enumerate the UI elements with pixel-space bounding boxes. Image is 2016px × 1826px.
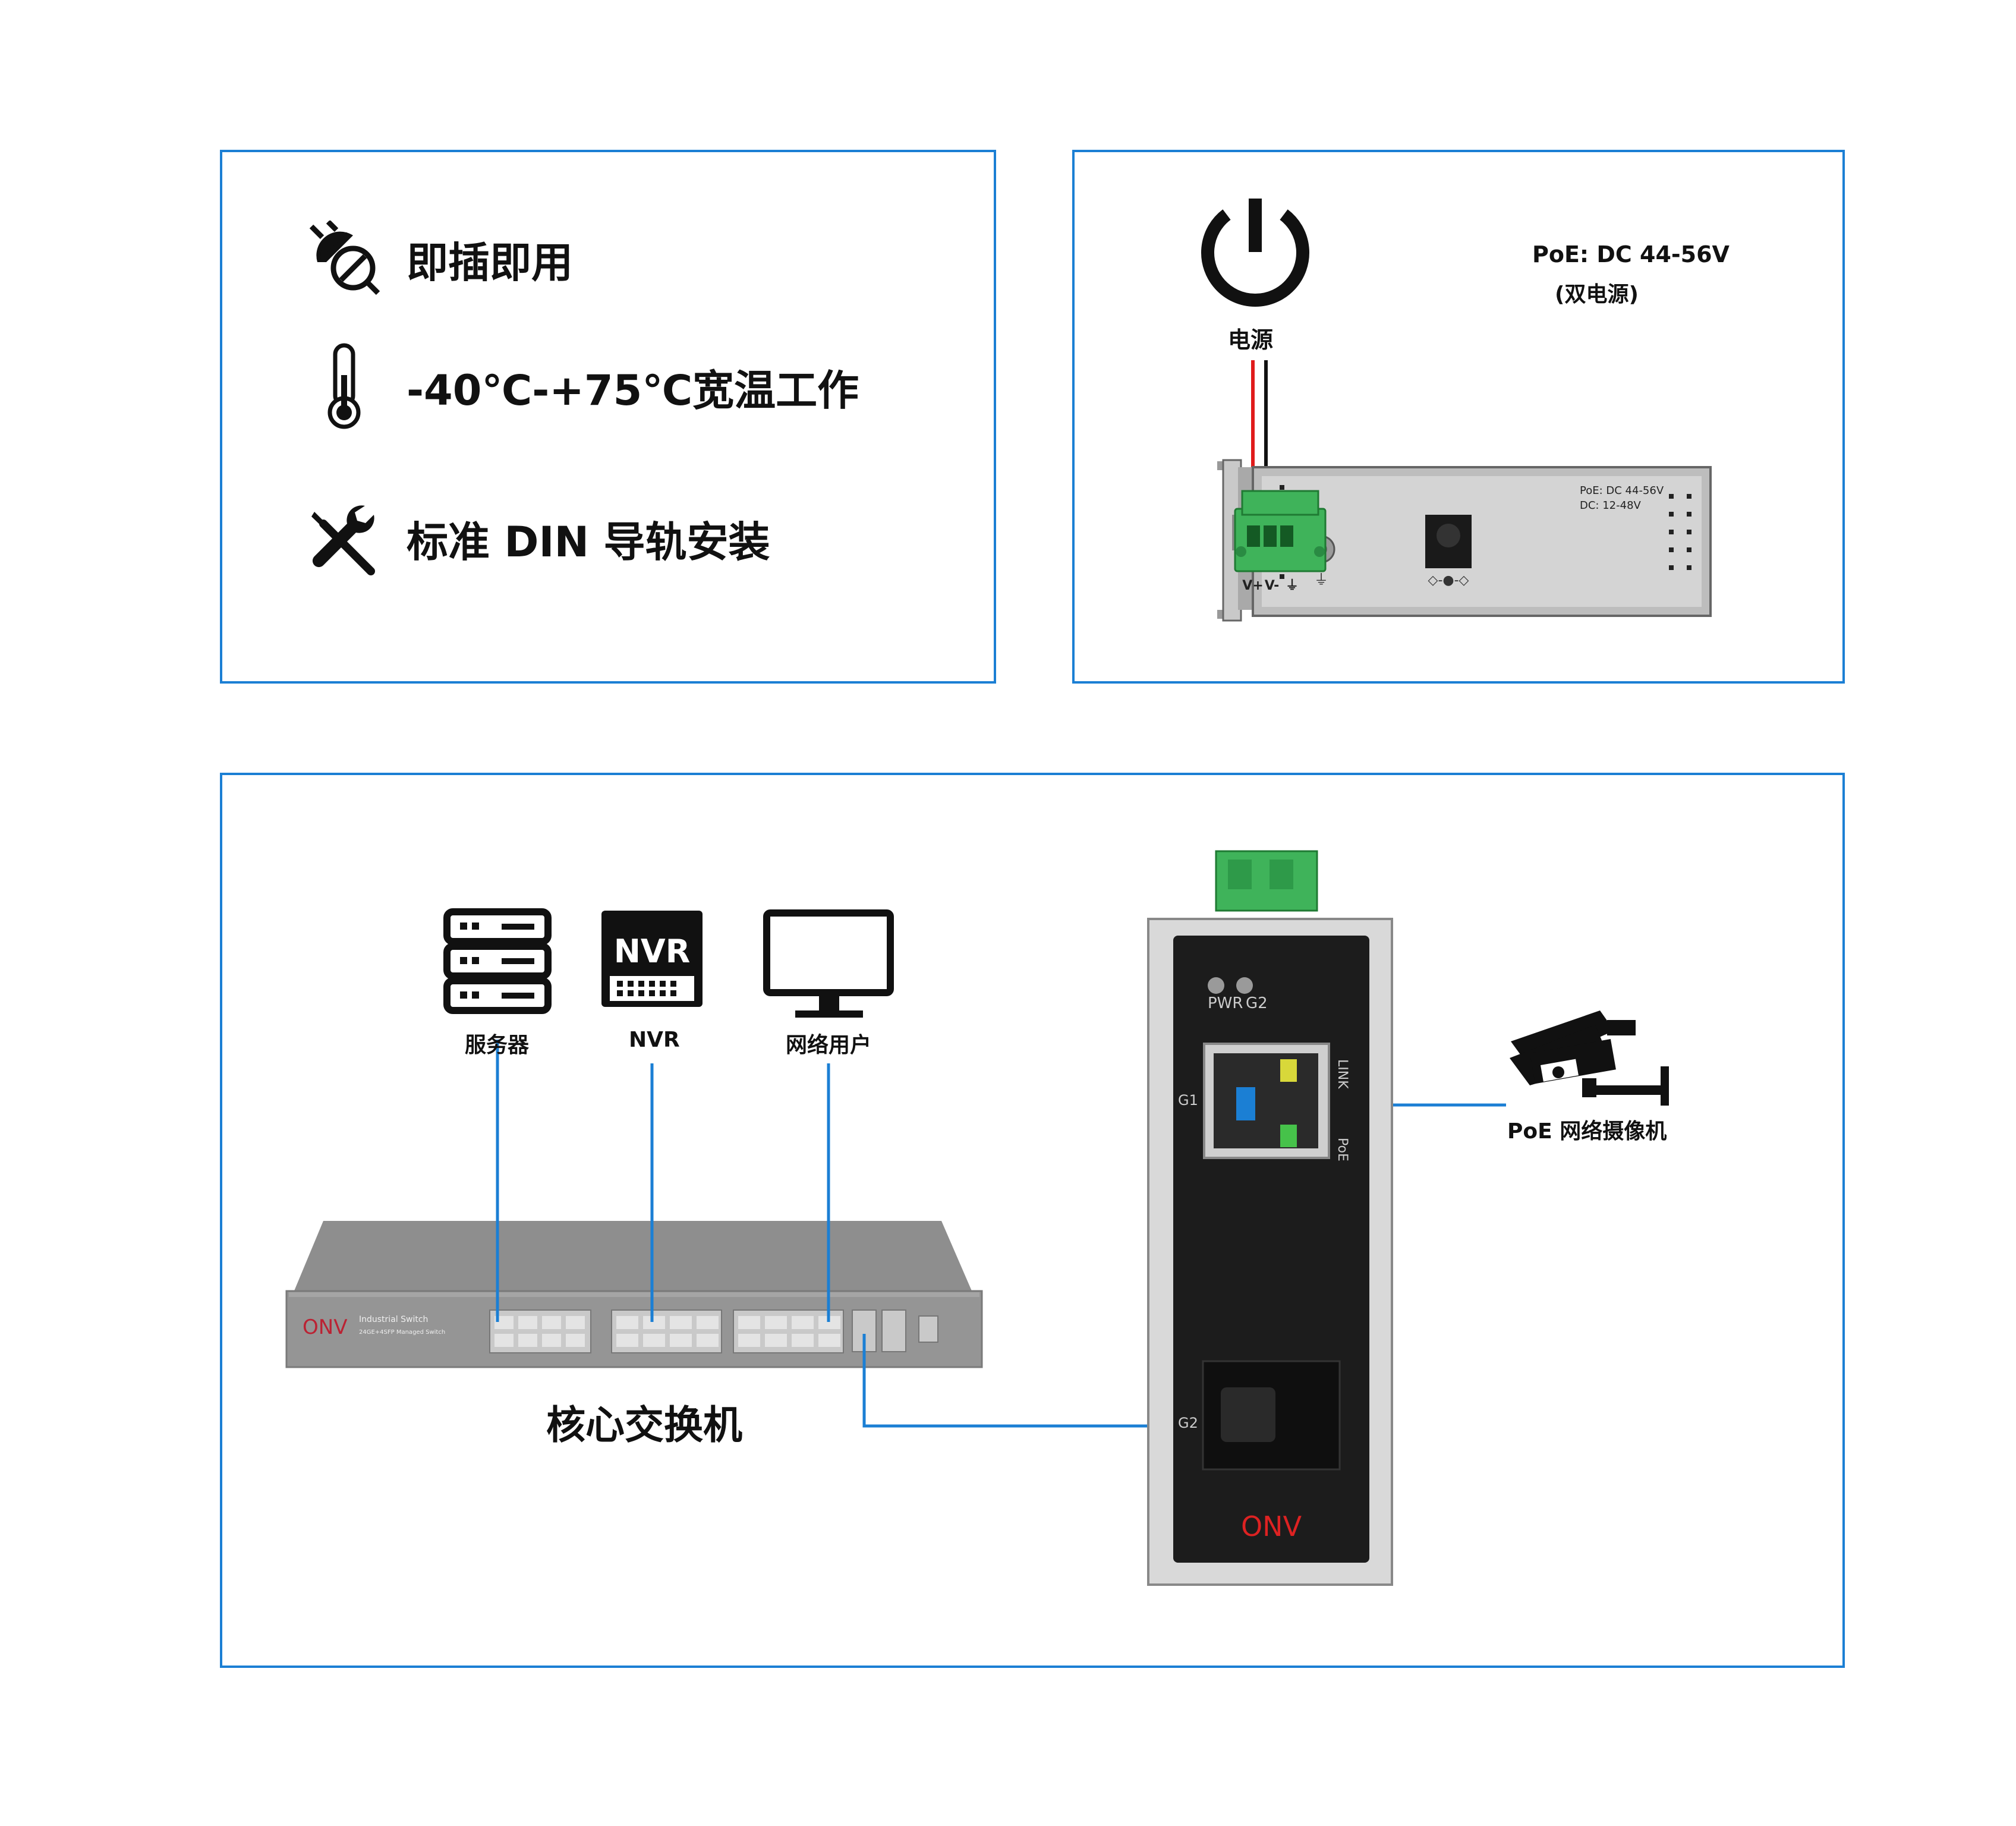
power-panel: ⏚ ◇-●-◇ V+ V- ⏚ PoE: DC 44-56V DC: 12-48… — [1072, 150, 1845, 684]
device-label-nvr: NVR — [629, 1028, 680, 1052]
core-switch-label: 核心交换机 — [546, 1402, 742, 1448]
terminal-label-ground: ⏚ — [1286, 578, 1299, 593]
device-rear-view: ⏚ ◇-●-◇ — [1217, 459, 1712, 622]
monitor-icon — [763, 909, 894, 1018]
thermometer-icon — [305, 343, 383, 429]
port-label-g2: G2 — [1178, 1415, 1198, 1431]
media-converter — [1147, 850, 1393, 1586]
feature-text: 即插即用 — [407, 238, 573, 287]
switch-model-line1: Industrial Switch — [359, 1315, 428, 1324]
power-caption: 电源 — [1228, 327, 1274, 353]
switch-model-line2: 24GE+4SFP Managed Switch — [359, 1329, 445, 1336]
plate-spec-line1: PoE: DC 44-56V — [1580, 484, 1664, 497]
feature-din-rail: 标准 DIN 导轨安装 — [305, 500, 770, 577]
power-spec-line1: PoE: DC 44-56V — [1532, 241, 1730, 267]
camera-label: PoE 网络摄像机 — [1507, 1119, 1667, 1144]
plug-icon — [305, 221, 383, 298]
connection-lines — [496, 1040, 1506, 1428]
feature-text: 标准 DIN 导轨安装 — [407, 517, 770, 566]
server-icon — [443, 908, 552, 1014]
camera-icon — [1510, 1010, 1669, 1106]
device-label-server: 服务器 — [465, 1033, 530, 1057]
svg-text:◇-●-◇: ◇-●-◇ — [1428, 573, 1469, 588]
feature-wide-temperature: -40℃-+75℃宽温工作 — [305, 343, 859, 429]
tools-icon — [305, 500, 383, 577]
device-label-network-user: 网络用户 — [786, 1033, 872, 1057]
nvr-icon — [601, 911, 703, 1007]
power-icon — [1201, 199, 1309, 307]
core-switch — [285, 1221, 983, 1368]
feature-plug-and-play: 即插即用 — [305, 221, 573, 298]
terminal-label-v-plus: V+ — [1242, 578, 1263, 593]
nvr-badge: NVR — [614, 933, 691, 970]
led-label-pwr: PWR — [1208, 994, 1243, 1012]
topology-panel: NVR — [220, 773, 1845, 1668]
svg-text:⏚: ⏚ — [1314, 571, 1328, 588]
converter-brand: ONV — [1241, 1510, 1302, 1542]
port-label-g1: G1 — [1178, 1092, 1198, 1109]
switch-brand: ONV — [303, 1315, 347, 1339]
power-spec-line2: (双电源) — [1555, 282, 1639, 307]
led-label-g2: G2 — [1246, 994, 1268, 1012]
terminal-label-v-minus: V- — [1265, 578, 1280, 593]
side-label-link: LINK — [1335, 1059, 1350, 1089]
feature-text: -40℃-+75℃宽温工作 — [407, 366, 859, 415]
plate-spec-line2: DC: 12-48V — [1580, 499, 1642, 512]
features-panel: 即插即用 -40℃-+75℃宽温工作 标准 DIN 导轨安装 — [220, 150, 996, 684]
side-label-poe: PoE — [1335, 1138, 1350, 1161]
